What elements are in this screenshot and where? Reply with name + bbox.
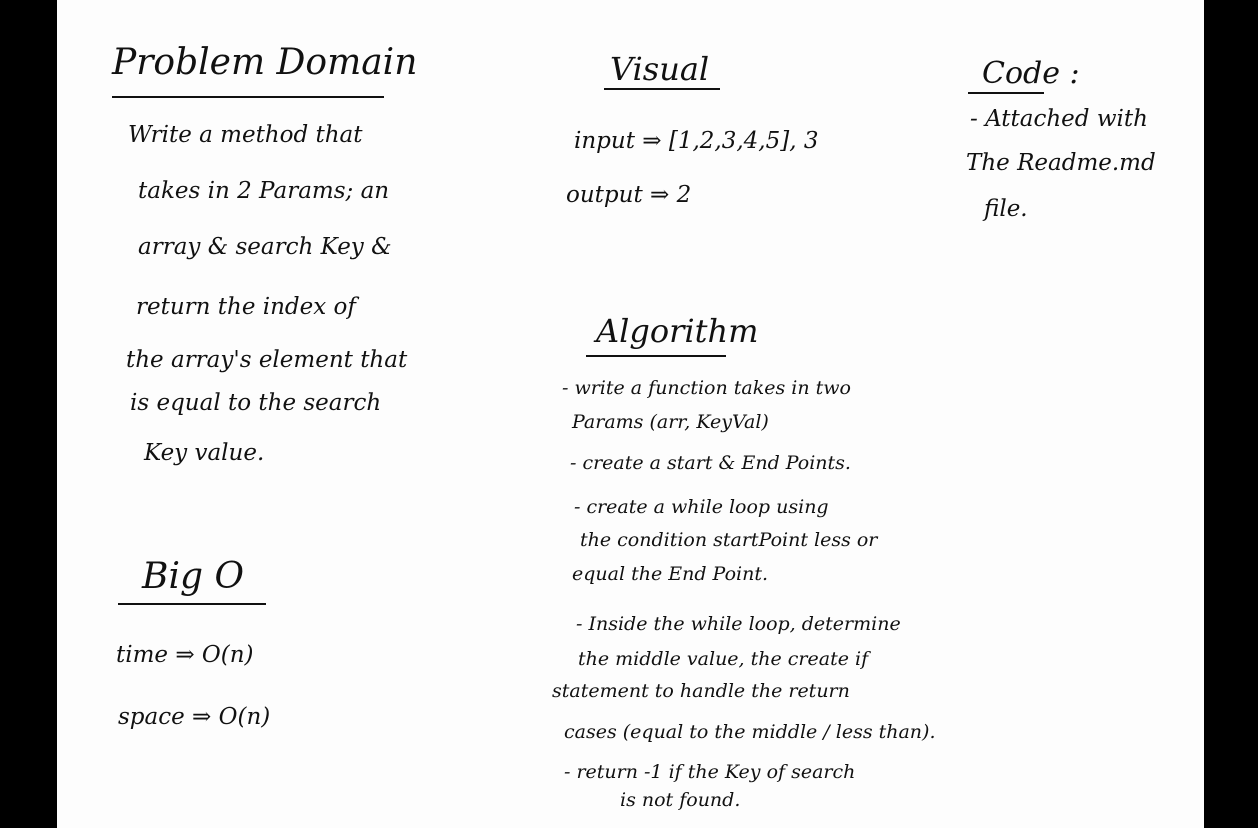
problem-domain-underline [112,96,384,98]
algorithm-line: - create a while loop using [574,496,829,518]
problem-domain-line: takes in 2 Params; an [138,178,390,204]
algorithm-heading: Algorithm [596,312,759,350]
notebook-page [57,0,1204,828]
algorithm-line: - write a function takes in two [562,377,851,399]
problem-domain-line: Key value. [144,440,265,466]
algorithm-line: - create a start & End Points. [570,452,851,474]
algorithm-line: is not found. [620,789,741,811]
code-line: The Readme.md [966,150,1156,176]
algorithm-line: the condition startPoint less or [580,529,878,551]
code-underline [968,92,1044,94]
problem-domain-line: return the index of [136,294,356,320]
problem-domain-line: the array's element that [126,347,408,373]
code-line: file. [984,196,1028,222]
problem-domain-line: array & search Key & [138,234,392,260]
visual-input: input ⇒ [1,2,3,4,5], 3 [574,128,819,154]
big-o-time: time ⇒ O(n) [116,642,254,668]
big-o-heading: Big O [142,556,244,597]
algorithm-line: Params (arr, KeyVal) [572,411,769,433]
big-o-space: space ⇒ O(n) [118,704,271,730]
algorithm-line: statement to handle the return [552,680,850,702]
visual-underline [604,88,720,90]
problem-domain-line: is equal to the search [130,390,382,416]
code-line: - Attached with [970,106,1148,132]
problem-domain-line: Write a method that [128,122,363,148]
algorithm-line: - Inside the while loop, determine [576,613,901,635]
algorithm-line: the middle value, the create if [578,648,869,670]
algorithm-underline [586,355,726,357]
problem-domain-heading: Problem Domain [112,42,418,83]
algorithm-line: equal the End Point. [572,563,768,585]
visual-output: output ⇒ 2 [566,182,692,208]
big-o-underline [118,603,266,605]
visual-heading: Visual [610,50,710,88]
algorithm-line: cases (equal to the middle / less than). [564,721,936,743]
algorithm-line: - return -1 if the Key of search [564,761,856,783]
code-heading: Code : [982,56,1080,91]
